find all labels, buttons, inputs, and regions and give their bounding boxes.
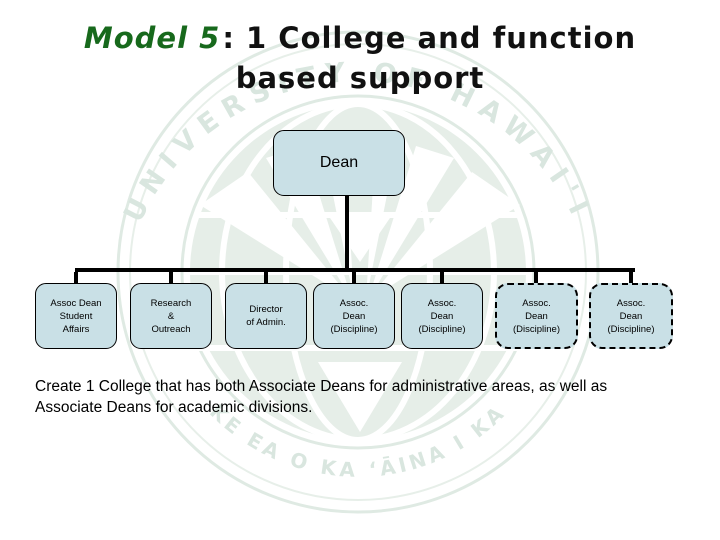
seal-ring-circle xyxy=(129,43,587,501)
connector-stub-4 xyxy=(352,272,356,284)
org-box-label: Assoc. Dean (Discipline) xyxy=(330,297,378,335)
org-box-research-outreach: Research & Outreach xyxy=(130,283,212,349)
org-box-assoc-dean-discipline-3: Assoc. Dean (Discipline) xyxy=(495,283,578,349)
slide-title: Model 5: 1 College and function based su… xyxy=(0,18,720,98)
org-box-label: Assoc. Dean (Discipline) xyxy=(513,297,560,335)
slide-title-line2: based support xyxy=(235,61,485,95)
slide-title-highlight: Model 5 xyxy=(83,21,221,55)
org-box-assoc-dean-student-affairs: Assoc Dean Student Affairs xyxy=(35,283,117,349)
org-box-label: Director of Admin. xyxy=(246,304,286,328)
org-box-label: Assoc Dean Student Affairs xyxy=(50,297,102,335)
org-box-dean: Dean xyxy=(273,130,405,196)
connector-stub-2 xyxy=(169,272,173,284)
org-box-label: Assoc. Dean (Discipline) xyxy=(607,297,655,335)
connector-stub-1 xyxy=(74,272,78,284)
slide-title-line1: Model 5: 1 College and function xyxy=(0,18,720,58)
connector-stub-7 xyxy=(629,272,633,284)
org-box-assoc-dean-discipline-2: Assoc. Dean (Discipline) xyxy=(401,283,483,349)
connector-stub-6 xyxy=(534,272,538,284)
org-box-dean-label: Dean xyxy=(319,154,359,171)
connector-stub-5 xyxy=(440,272,444,284)
seal-outer-circle xyxy=(116,30,600,514)
org-box-director-of-admin: Director of Admin. xyxy=(225,283,307,349)
connector-dean-stem xyxy=(345,195,349,270)
org-box-assoc-dean-discipline-4: Assoc. Dean (Discipline) xyxy=(589,283,673,349)
org-box-label: Assoc. Dean (Discipline) xyxy=(418,297,466,335)
org-box-assoc-dean-discipline-1: Assoc. Dean (Discipline) xyxy=(313,283,395,349)
connector-horizontal-bar xyxy=(75,268,635,272)
slide-title-rest: : 1 College and function xyxy=(222,21,637,55)
slide-caption: Create 1 College that has both Associate… xyxy=(35,378,608,416)
connector-stub-3 xyxy=(264,272,268,284)
org-box-label: Research & Outreach xyxy=(150,297,192,335)
